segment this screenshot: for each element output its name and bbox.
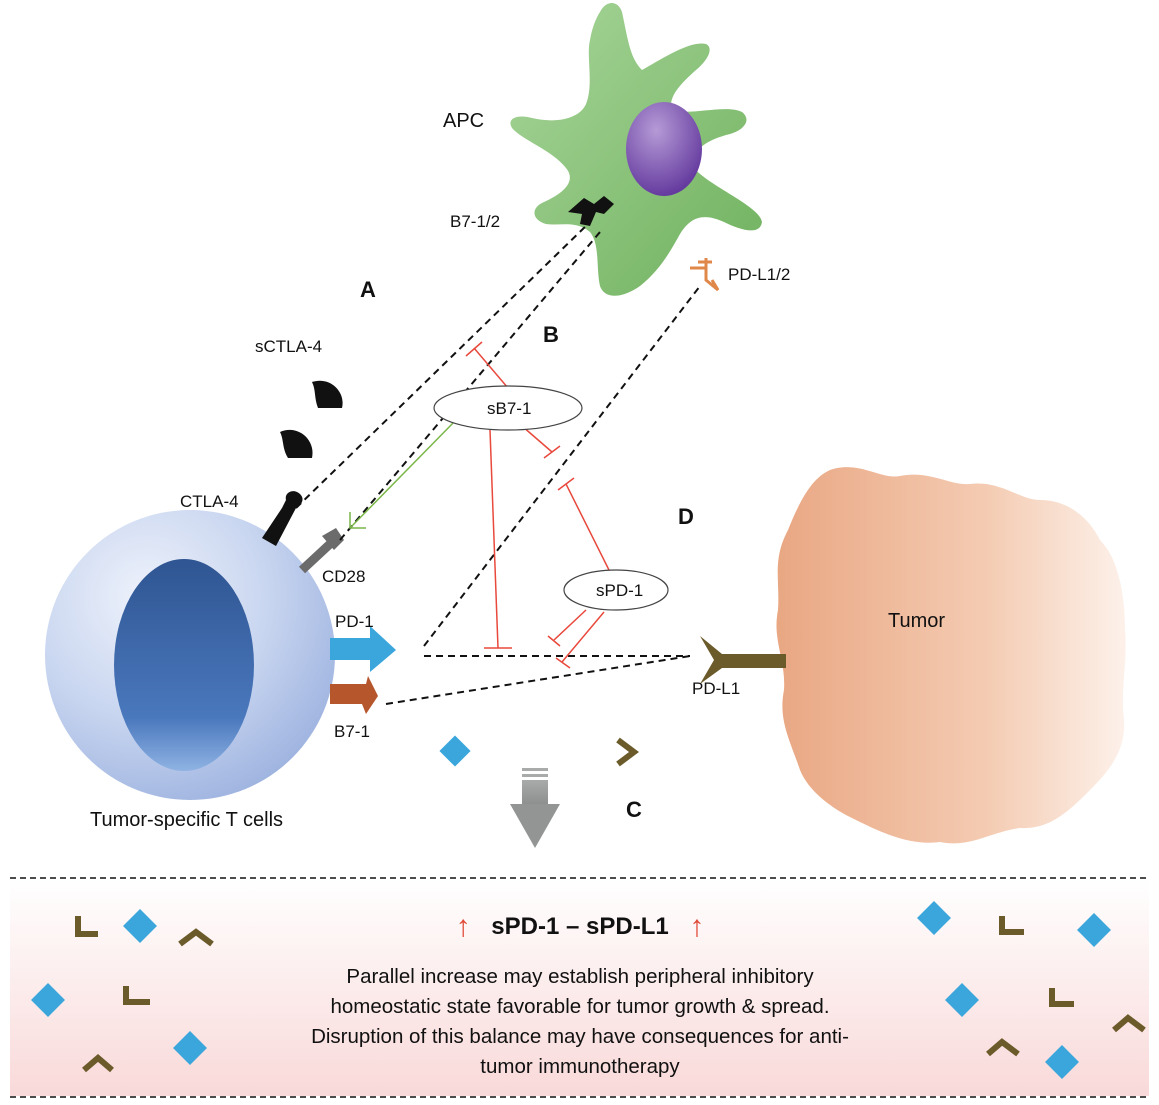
label-c: C bbox=[626, 797, 642, 822]
interaction-lines bbox=[295, 223, 701, 705]
inhibition-lines bbox=[465, 341, 611, 669]
pdl1-label: PD-L1 bbox=[692, 679, 740, 698]
up-arrow-left-icon: ↑ bbox=[455, 910, 471, 943]
up-arrow-right-icon: ↑ bbox=[689, 910, 705, 943]
b7-receptor-icon bbox=[568, 196, 614, 226]
panel-heading-text: sPD-1 – sPD-L1 bbox=[491, 913, 669, 940]
down-arrow-icon bbox=[510, 768, 560, 848]
pd1-arrow-icon bbox=[330, 626, 396, 672]
pdl1-receptor-icon bbox=[700, 636, 786, 684]
panel-chevrons bbox=[75, 916, 1146, 1073]
b71-arrow-icon bbox=[330, 676, 378, 714]
cd28-receptor-icon bbox=[298, 528, 344, 574]
ctla4-receptor-icon bbox=[262, 491, 303, 546]
apc-nucleus bbox=[626, 102, 702, 196]
label-b: B bbox=[543, 322, 559, 347]
stimulation-arrow bbox=[349, 419, 457, 529]
spd1-label: sPD-1 bbox=[596, 581, 643, 600]
spdl1-chevron bbox=[616, 737, 639, 767]
panel-heading: ↑ sPD-1 – sPD-L1 ↑ bbox=[380, 910, 780, 944]
t-cell-nucleus bbox=[114, 559, 254, 771]
pd1-label: PD-1 bbox=[335, 612, 374, 631]
ctla4-label: CTLA-4 bbox=[180, 492, 239, 511]
sctla4-shape-2 bbox=[280, 429, 313, 458]
spd1-ellipse bbox=[563, 569, 669, 611]
label-a: A bbox=[360, 277, 376, 302]
label-d: D bbox=[678, 504, 694, 529]
panel-body: Parallel increase may establish peripher… bbox=[230, 962, 930, 1082]
panel-line-4: tumor immunotherapy bbox=[480, 1055, 680, 1078]
t-cell bbox=[45, 510, 335, 800]
panel-line-3: Disruption of this balance may have cons… bbox=[311, 1025, 849, 1048]
sctla4-label: sCTLA-4 bbox=[255, 337, 322, 356]
tumor-label: Tumor bbox=[888, 610, 945, 632]
panel-line-1: Parallel increase may establish peripher… bbox=[346, 965, 814, 988]
b7-12-label: B7-1/2 bbox=[450, 212, 500, 231]
b71-label: B7-1 bbox=[334, 722, 370, 741]
sb71-label: sB7-1 bbox=[487, 399, 531, 418]
pdl12-label: PD-L1/2 bbox=[728, 265, 790, 284]
apc-cell bbox=[510, 3, 762, 296]
cd28-label: CD28 bbox=[322, 567, 365, 586]
apc-label: APC bbox=[443, 110, 484, 132]
sctla4-shape-1 bbox=[312, 380, 343, 408]
tcells-label: Tumor-specific T cells bbox=[90, 809, 283, 831]
panel-line-2: homeostatic state favorable for tumor gr… bbox=[330, 995, 830, 1018]
tumor-cell bbox=[776, 467, 1126, 844]
spd1-diamond bbox=[439, 735, 471, 767]
sb71-ellipse bbox=[433, 385, 583, 431]
